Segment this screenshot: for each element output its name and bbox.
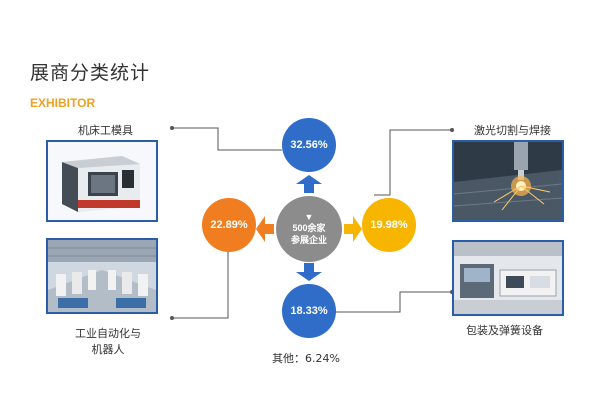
arrow-right-icon	[344, 216, 362, 242]
percent-circle-automation: 22.89%	[202, 198, 256, 252]
connector-top-left	[172, 127, 282, 151]
category-packaging-label: 包装及弹簧设备	[466, 324, 543, 337]
arrow-up-icon	[296, 175, 322, 193]
page-subtitle: EXHIBITOR	[30, 96, 96, 110]
category-laser-label: 激光切割与焊接	[474, 124, 551, 137]
category-machine-tools-label: 机床工模具	[78, 124, 133, 137]
arrow-left-icon	[256, 216, 274, 242]
connector-top-right	[374, 129, 452, 196]
connector-bottom-right	[330, 291, 452, 313]
category-automation-label-line2: 机器人	[91, 343, 125, 356]
center-line1: 500余家	[292, 223, 326, 233]
flag-icon: ▼	[304, 212, 314, 222]
category-automation-label-line1: 工业自动化与	[75, 327, 141, 340]
percent-machine-tools: 32.56%	[290, 139, 328, 151]
percent-circle-laser: 19.98%	[362, 198, 416, 252]
percent-packaging: 18.33%	[290, 305, 328, 317]
connector-bottom-left	[172, 250, 229, 319]
laser-cutting-photo	[452, 140, 564, 222]
percent-circle-packaging: 18.33%	[282, 284, 336, 338]
arrow-down-icon	[296, 263, 322, 281]
category-automation-label: 工业自动化与 机器人	[70, 325, 146, 357]
machine-tool-photo	[46, 140, 158, 222]
automation-factory-photo	[46, 238, 158, 314]
packaging-equipment-photo	[452, 240, 564, 316]
percent-automation: 22.89%	[210, 219, 248, 231]
page-title: 展商分类统计	[30, 62, 151, 84]
center-circle: ▼ 500余家 参展企业	[276, 196, 342, 262]
percent-circle-machine-tools: 32.56%	[282, 118, 336, 172]
center-line2: 参展企业	[290, 235, 327, 245]
percent-laser: 19.98%	[370, 219, 408, 231]
other-percent-label: 其他：6.24%	[272, 352, 340, 365]
